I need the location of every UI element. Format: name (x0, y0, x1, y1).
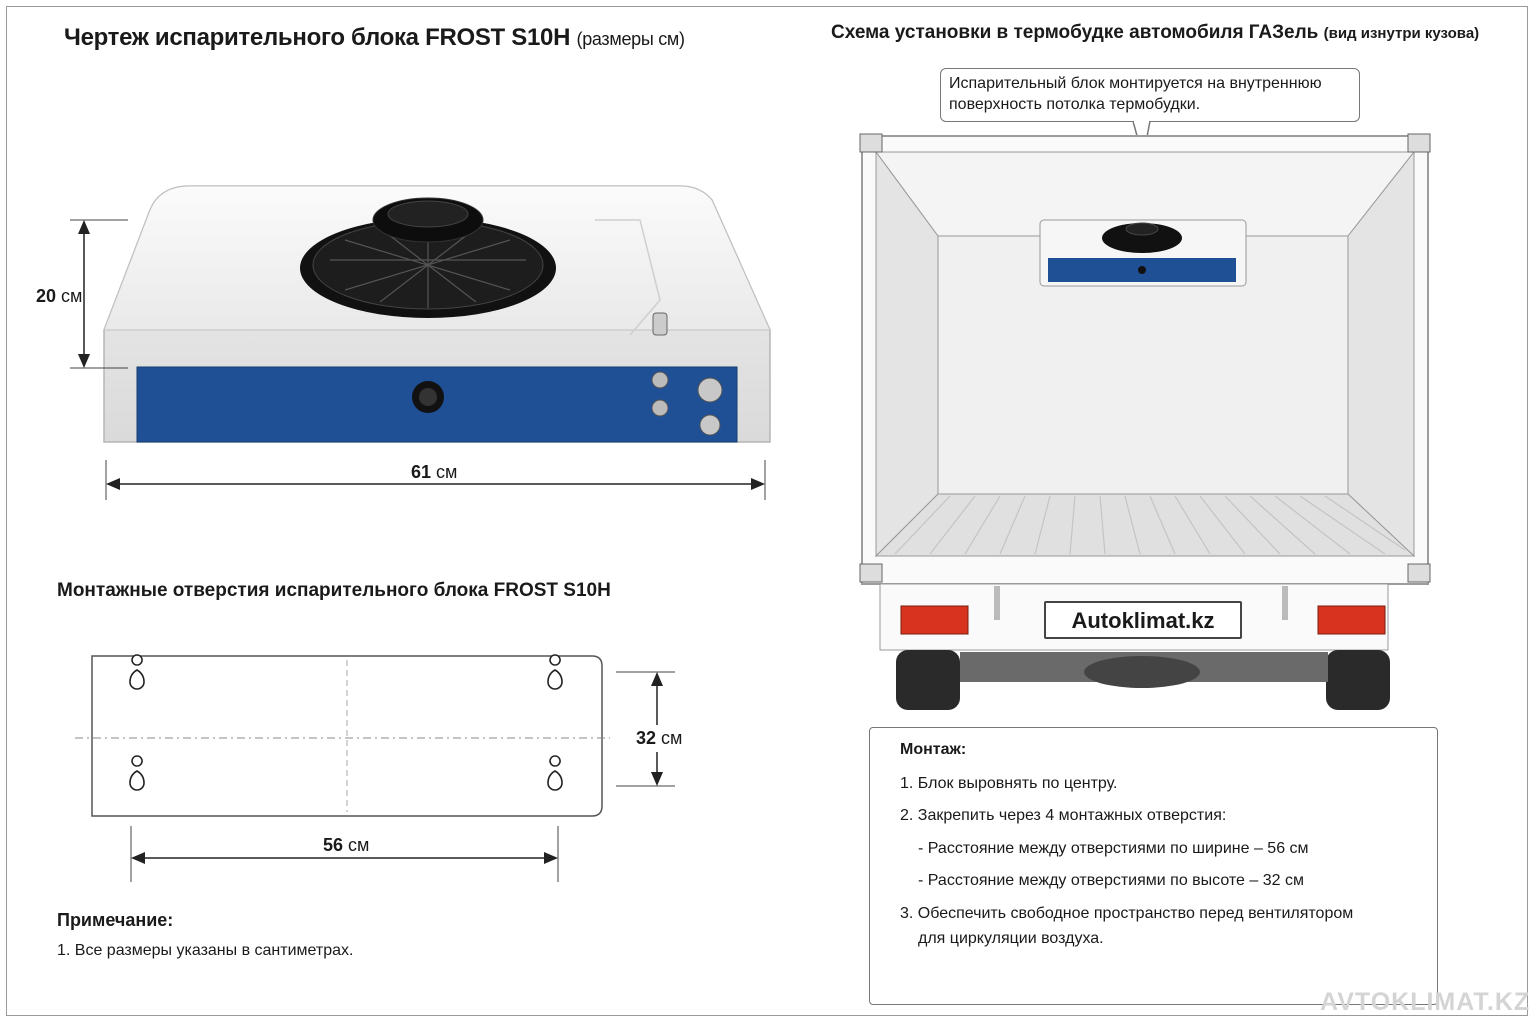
unit-height-unit: см (61, 286, 83, 306)
holes-vertical-label: 32 см (636, 728, 682, 749)
scheme-title-sub: (вид изнутри кузова) (1323, 25, 1480, 42)
callout-box: Испарительный блок монтируется на внутре… (940, 68, 1360, 122)
mounting-holes-title: Монтажные отверстия испарительного блока… (57, 580, 611, 601)
mounting-step-2-width: - Расстояние между отверстиями по ширине… (918, 840, 1309, 857)
page-frame (6, 6, 1528, 1016)
evaporator-unit-drawing (70, 185, 771, 500)
mounting-step-2: 2. Закрепить через 4 монтажных отверстия… (900, 807, 1227, 824)
holes-horizontal-label: 56 см (323, 835, 369, 856)
installation-scheme-title: Схема установки в термобудке автомобиля … (831, 22, 1479, 44)
evaporator-drawing-title: Чертеж испарительного блока FROST S10H (… (64, 24, 685, 52)
unit-width-label: 61 см (411, 462, 457, 483)
mounting-step-2-height: - Расстояние между отверстиями по высоте… (918, 872, 1304, 889)
mounting-instructions-box (869, 727, 1438, 1005)
holes-horizontal-unit: см (348, 835, 370, 855)
drawing-title-main: Чертеж испарительного блока FROST S10H (64, 24, 571, 51)
drawing-title-sub: (размеры см) (576, 29, 685, 49)
mounting-step-3: 3. Обеспечить свободное пространство пер… (900, 905, 1354, 922)
mounting-holes-drawing (75, 654, 675, 882)
unit-width-value: 61 (411, 462, 432, 482)
holes-vertical-value: 32 (636, 728, 657, 748)
mounting-step-3-cont: для циркуляции воздуха. (918, 930, 1104, 947)
license-plate: Autoklimat.kz (1044, 601, 1242, 639)
unit-height-value: 20 (36, 286, 57, 306)
holes-vertical-unit: см (661, 728, 683, 748)
mounting-step-1: 1. Блок выровнять по центру. (900, 775, 1118, 792)
scheme-title-main: Схема установки в термобудке автомобиля … (831, 22, 1319, 43)
site-watermark: AVTOKLIMAT.KZ (1320, 988, 1531, 1016)
unit-height-label: 20 см (36, 286, 82, 307)
note-item: 1. Все размеры указаны в сантиметрах. (57, 942, 354, 959)
holes-horizontal-value: 56 (323, 835, 344, 855)
truck-body-drawing (859, 120, 1431, 710)
mounting-title: Монтаж: (900, 741, 967, 758)
unit-width-unit: см (436, 462, 458, 482)
note-title: Примечание: (57, 910, 174, 930)
